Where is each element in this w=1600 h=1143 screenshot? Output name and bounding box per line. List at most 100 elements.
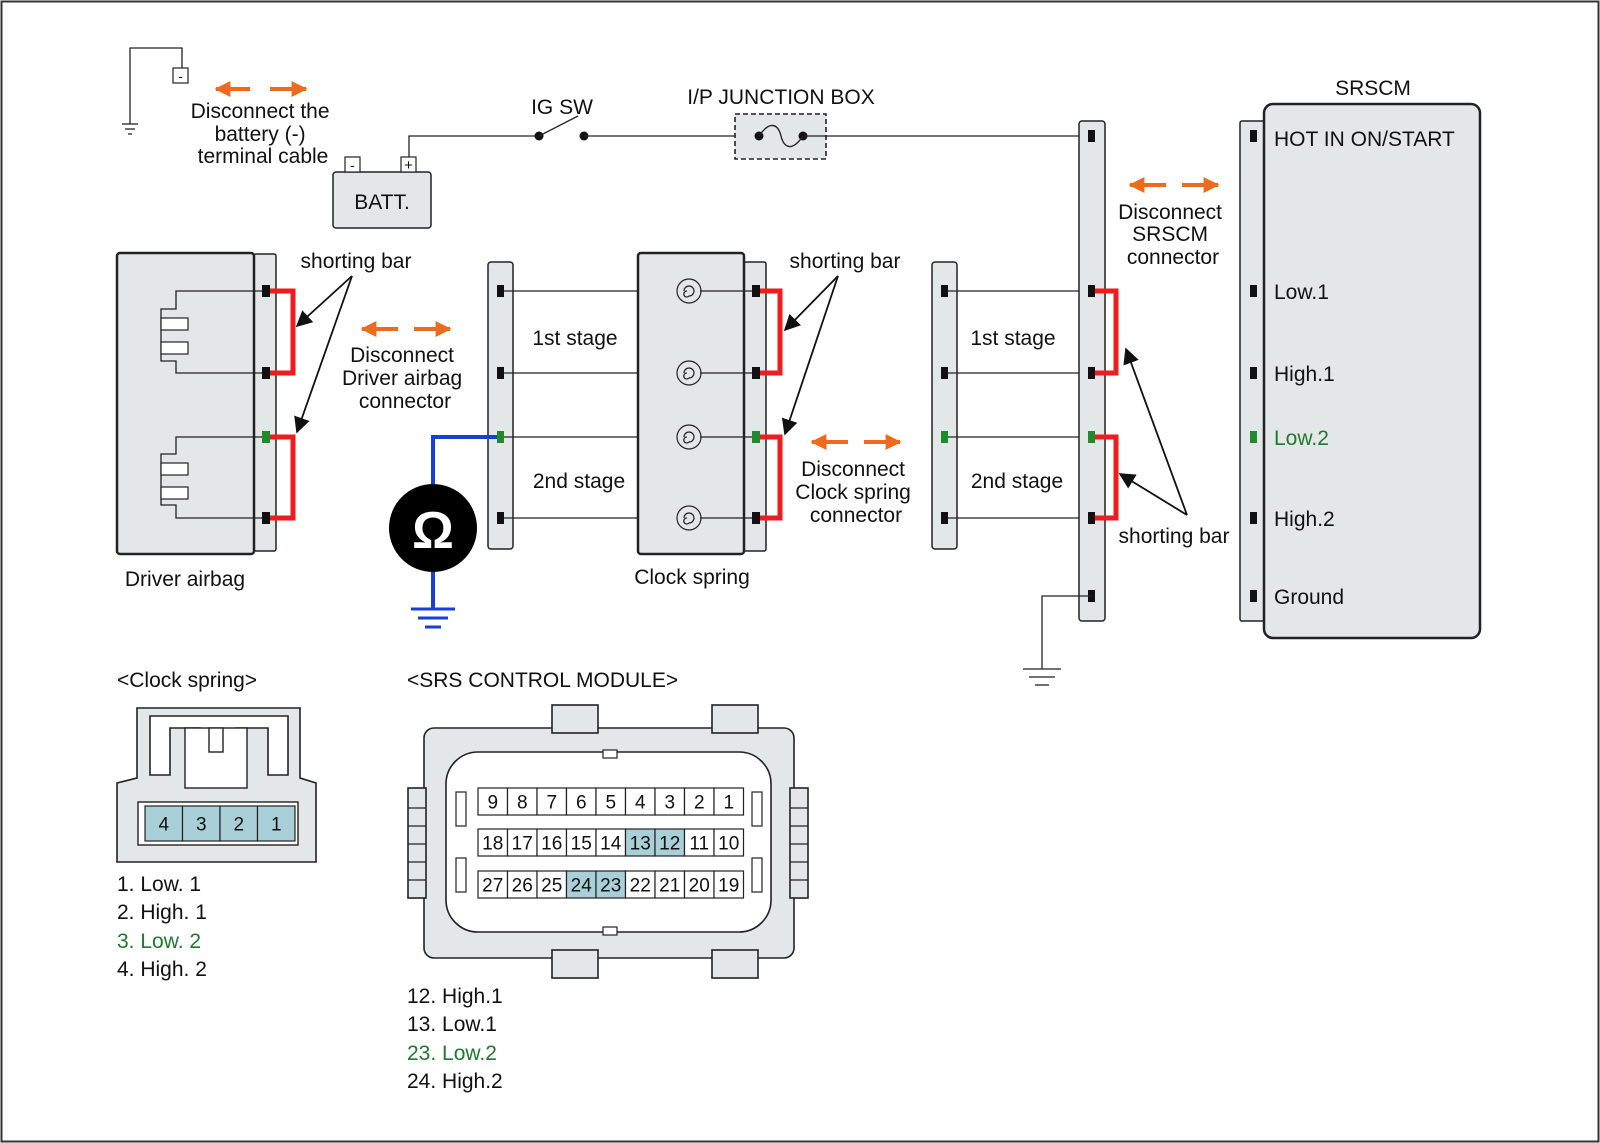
srs-module-pin-1: 1 [713,787,745,816]
disconnect-clock-note: Disconnect Clock spring connector [795,458,916,527]
srs-module-pin-5: 5 [595,787,627,816]
battery-ground: - [122,47,189,135]
svg-text:23: 23 [600,876,621,897]
disconnect-driver-note: Disconnect Driver airbag connector [342,344,468,413]
stage-1-label-left: 1st stage [532,327,617,350]
junction-box-label: I/P JUNCTION BOX [687,86,874,109]
clock-shorting-bar-1 [760,288,783,376]
svg-text:4: 4 [635,793,646,814]
svg-text:18: 18 [482,834,503,855]
srs-module-pin-12: 12 [654,828,686,857]
shorting-bar-label-driver: shorting bar [301,250,412,273]
srscm-module [1239,102,1482,640]
ignition-switch [534,115,589,141]
svg-text:6: 6 [576,793,587,814]
clock-spring-legend-1: 1. Low. 1 [117,873,201,896]
driver-shorting-bar-1 [270,288,296,376]
srs-module-pin-22: 22 [624,870,656,899]
srscm-shorting-bar-1 [1095,288,1119,376]
srs-module-pin-17: 17 [506,828,538,857]
srs-module-pin-7: 7 [536,787,568,816]
srs-module-connector-title: <SRS CONTROL MODULE> [407,669,678,692]
svg-text:11: 11 [689,834,709,855]
srs-module-pin-23: 23 [595,870,627,899]
srs-module-pin-26: 26 [506,870,538,899]
shorting-bar-label-srscm: shorting bar [1119,525,1230,548]
srscm-pin-hot-in: HOT IN ON/START [1274,128,1455,151]
ohmmeter: Ω [389,435,497,629]
clock-spring-legend-4: 4. High. 2 [117,958,207,981]
clock-spring-pin-2: 2 [219,805,259,842]
srs-module-pin-27: 27 [477,870,509,899]
srs-module-legend-24: 24. High.2 [407,1070,503,1093]
svg-text:16: 16 [541,834,562,855]
clock-spring-legend-3: 3. Low. 2 [117,930,201,953]
srs-module-pin-8: 8 [506,787,538,816]
svg-text:13: 13 [630,834,651,855]
srs-module-pin-14: 14 [595,828,627,857]
clock-spring-label: Clock spring [634,566,750,589]
svg-text:7: 7 [546,793,557,814]
srs-module-pin-20: 20 [683,870,715,899]
srscm-title: SRSCM [1335,77,1411,100]
svg-text:20: 20 [689,876,710,897]
driver-airbag-label: Driver airbag [125,568,245,591]
srs-module-pin-2: 2 [683,787,715,816]
clock-spring-pin-1: 1 [256,805,296,842]
srs-module-pin-13: 13 [624,828,656,857]
svg-text:2: 2 [694,793,705,814]
srs-module-pin-18: 18 [477,828,509,857]
shorting-bar-label-clock: shorting bar [790,250,901,273]
srscm-pin-high2: High.2 [1274,508,1335,531]
svg-text:24: 24 [571,876,593,897]
stage-1-label-right: 1st stage [970,327,1055,350]
clock-spring-connector-title: <Clock spring> [117,669,257,692]
svg-text:19: 19 [718,876,739,897]
srscm-shorting-bar-2 [1095,434,1119,521]
clock-spring-pin-3: 3 [181,805,221,842]
srscm-pin-ground: Ground [1274,586,1344,609]
svg-text:1: 1 [723,793,734,814]
stage-2-label-right: 2nd stage [971,470,1063,493]
ig-sw-label: IG SW [531,96,593,119]
battery-ground-minus-sign: - [178,68,183,84]
svg-text:3: 3 [664,793,675,814]
driver-airbag [115,251,296,556]
srs-module-pin-16: 16 [536,828,568,857]
battery-minus-sign: - [350,157,355,173]
srs-module-pin-4: 4 [624,787,656,816]
clock-shorting-bar-2 [760,434,783,521]
srscm-pin-low1: Low.1 [1274,281,1329,304]
svg-text:10: 10 [718,834,739,855]
srs-module-pin-24: 24 [565,870,597,899]
srs-module-pin-3: 3 [654,787,686,816]
srscm-pin-low2: Low.2 [1274,427,1329,450]
clock-spring-pin-4: 4 [144,805,184,842]
disconnect-battery-note: Disconnect the battery (-) terminal cabl… [191,100,336,168]
battery-feed-wire [408,135,539,157]
stage-2-label-left: 2nd stage [533,470,625,493]
srscm-pin-high1: High.1 [1274,363,1335,386]
svg-text:8: 8 [517,793,528,814]
svg-text:1: 1 [271,815,282,836]
battery: - + BATT. [332,156,432,229]
srs-module-pin-19: 19 [713,870,745,899]
svg-text:2: 2 [233,815,244,836]
battery-plus-sign: + [404,157,413,174]
svg-text:21: 21 [659,876,680,897]
svg-text:4: 4 [158,815,169,836]
clock-spring-legend-2: 2. High. 1 [117,901,207,924]
svg-text:14: 14 [600,834,622,855]
svg-text:26: 26 [512,876,533,897]
svg-text:15: 15 [571,834,592,855]
svg-text:25: 25 [541,876,562,897]
svg-text:5: 5 [605,793,616,814]
battery-label: BATT. [354,191,410,214]
srscm-harness-connector-left [931,261,958,550]
ohm-symbol: Ω [412,502,454,560]
srs-module-pin-15: 15 [565,828,597,857]
svg-text:12: 12 [659,834,680,855]
chassis-ground [1023,595,1092,686]
